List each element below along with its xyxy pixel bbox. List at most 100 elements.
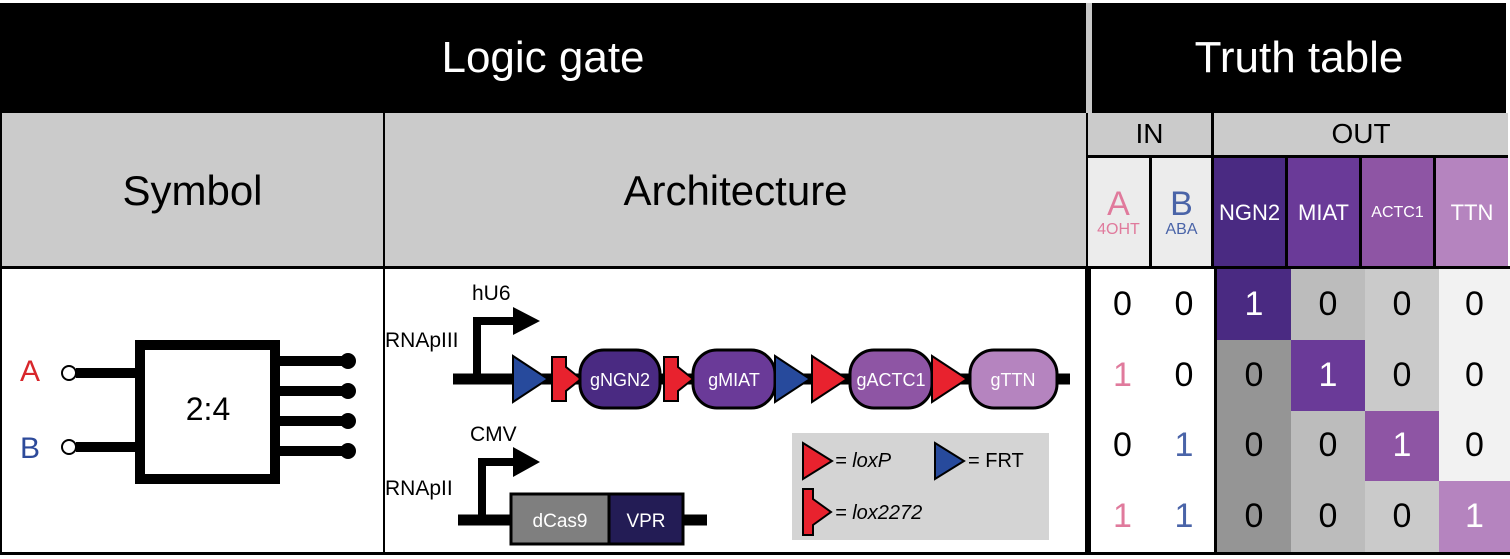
output-miat-value: 1 bbox=[1291, 339, 1365, 411]
output-actc1-value: 0 bbox=[1365, 339, 1439, 411]
input-a-value: 1 bbox=[1091, 339, 1154, 411]
legend-lox2272-label: = lox2272 bbox=[835, 502, 922, 524]
guide-gngn2-label: gNGN2 bbox=[590, 370, 650, 390]
output-actc1-value: 1 bbox=[1365, 410, 1439, 482]
output-ttn-label: TTN bbox=[1450, 200, 1494, 225]
symbol-cell: A B 2:4 bbox=[0, 269, 385, 555]
decoder-box bbox=[135, 340, 280, 484]
output-ttn-value: 0 bbox=[1439, 339, 1510, 411]
input-b-value: 0 bbox=[1154, 339, 1214, 411]
output-header-miat: MIAT bbox=[1288, 158, 1362, 268]
in-header: IN bbox=[1088, 113, 1214, 158]
loxp-site-2 bbox=[931, 354, 969, 404]
lox2272-site-2 bbox=[663, 356, 695, 402]
guide-gactc1-label: gACTC1 bbox=[856, 370, 925, 390]
in-out-divider bbox=[1214, 269, 1217, 552]
legend: = loxP = FRT = lox2272 bbox=[792, 433, 1049, 540]
input-b-value: 0 bbox=[1154, 269, 1214, 340]
input-header-b: B ABA bbox=[1152, 158, 1214, 268]
frt-site-1 bbox=[512, 354, 550, 404]
out-label: OUT bbox=[1331, 118, 1391, 149]
input-header-a: A 4OHT bbox=[1088, 158, 1152, 268]
input-b-value: 1 bbox=[1154, 410, 1214, 482]
input-b-name: B bbox=[1170, 185, 1193, 223]
in-label: IN bbox=[1135, 118, 1164, 149]
vpr-label: VPR bbox=[626, 511, 665, 532]
output-actc1-value: 0 bbox=[1365, 269, 1439, 340]
rnapiii-label: RNApIII bbox=[385, 329, 459, 352]
output-terminal-2 bbox=[340, 383, 356, 399]
hu6-arrowhead bbox=[513, 307, 540, 335]
decoder-label: 2:4 bbox=[186, 391, 230, 427]
input-a-value: 0 bbox=[1091, 269, 1154, 340]
output-miat-value: 0 bbox=[1291, 481, 1365, 552]
logic-gate-title: Logic gate bbox=[441, 33, 645, 82]
lox2272-site-1 bbox=[551, 356, 583, 402]
input-b-value: 1 bbox=[1154, 481, 1214, 552]
dcas9-domain bbox=[509, 492, 611, 546]
input-a-name: A bbox=[1107, 185, 1130, 223]
legend-frt-icon bbox=[934, 441, 966, 481]
decoder-symbol: A B 2:4 bbox=[20, 340, 356, 484]
cmv-arrowhead bbox=[513, 447, 540, 477]
symbol-subheader: Symbol bbox=[0, 113, 385, 268]
legend-loxp-icon bbox=[802, 441, 834, 481]
out-header: OUT bbox=[1214, 113, 1508, 158]
output-ttn-value: 0 bbox=[1439, 410, 1510, 482]
guide-gmiat-label: gMIAT bbox=[708, 370, 760, 390]
output-ngn2-value: 0 bbox=[1217, 410, 1291, 482]
output-terminal-3 bbox=[340, 413, 356, 429]
output-ngn2-value: 0 bbox=[1217, 481, 1291, 552]
architecture-diagram: hU6 RNApIII gNGN2 gMIAT gACTC1 gTTN CMV … bbox=[385, 282, 1070, 546]
output-ngn2-label: NGN2 bbox=[1218, 200, 1281, 225]
logic-gate-header: Logic gate bbox=[0, 3, 1086, 113]
truth-table-header: Truth table bbox=[1092, 3, 1506, 113]
output-ttn-value: 0 bbox=[1439, 269, 1510, 340]
symbol-label: Symbol bbox=[122, 166, 263, 214]
guide-gttn-label: gTTN bbox=[991, 370, 1036, 390]
symbol-input-a-label: A bbox=[20, 355, 40, 388]
legend-lox2272-icon bbox=[802, 488, 833, 536]
vpr-domain bbox=[607, 492, 685, 546]
loxp-site-1 bbox=[811, 354, 849, 404]
input-a-terminal bbox=[61, 365, 77, 381]
guide-gttn bbox=[968, 348, 1059, 410]
header-divider bbox=[1086, 3, 1092, 113]
frt-site-2 bbox=[774, 354, 812, 404]
legend-background bbox=[792, 433, 1049, 540]
output-ngn2-value: 1 bbox=[1217, 269, 1291, 340]
legend-frt-label: = FRT bbox=[968, 450, 1024, 472]
input-a-value: 0 bbox=[1091, 410, 1154, 482]
output-miat-label: MIAT bbox=[1298, 200, 1349, 225]
output-header-ngn2: NGN2 bbox=[1214, 158, 1288, 268]
output-actc1-value: 0 bbox=[1365, 481, 1439, 552]
architecture-cell: hU6 RNApIII gNGN2 gMIAT gACTC1 gTTN CMV … bbox=[385, 269, 1088, 555]
output-miat-value: 0 bbox=[1291, 269, 1365, 340]
output-terminal-4 bbox=[340, 443, 356, 459]
row-divider bbox=[0, 266, 1510, 269]
truth-table-title: Truth table bbox=[1194, 33, 1404, 82]
dcas9-label: dCas9 bbox=[533, 511, 588, 532]
output-header-ttn: TTN bbox=[1436, 158, 1508, 268]
cmv-promoter-arrow bbox=[478, 458, 515, 520]
rnapii-label: RNApII bbox=[385, 477, 453, 500]
hu6-promoter-arrow bbox=[473, 317, 515, 379]
input-a-inducer: 4OHT bbox=[1097, 221, 1140, 238]
architecture-label: Architecture bbox=[623, 166, 848, 214]
output-actc1-label: ACTC1 bbox=[1371, 204, 1424, 221]
output-terminal-1 bbox=[340, 353, 356, 369]
output-header-actc1: ACTC1 bbox=[1362, 158, 1436, 268]
symbol-input-b-label: B bbox=[20, 432, 40, 465]
output-miat-value: 0 bbox=[1291, 410, 1365, 482]
input-a-value: 1 bbox=[1091, 481, 1154, 552]
input-b-terminal bbox=[61, 439, 77, 455]
hu6-promoter-label: hU6 bbox=[472, 282, 511, 305]
input-b-inducer: ABA bbox=[1165, 221, 1198, 238]
output-ttn-value: 1 bbox=[1439, 481, 1510, 552]
output-ngn2-value: 0 bbox=[1217, 339, 1291, 411]
guide-gngn2 bbox=[578, 348, 662, 410]
legend-loxp-label: = loxP bbox=[835, 450, 892, 472]
cmv-promoter-label: CMV bbox=[470, 423, 517, 446]
